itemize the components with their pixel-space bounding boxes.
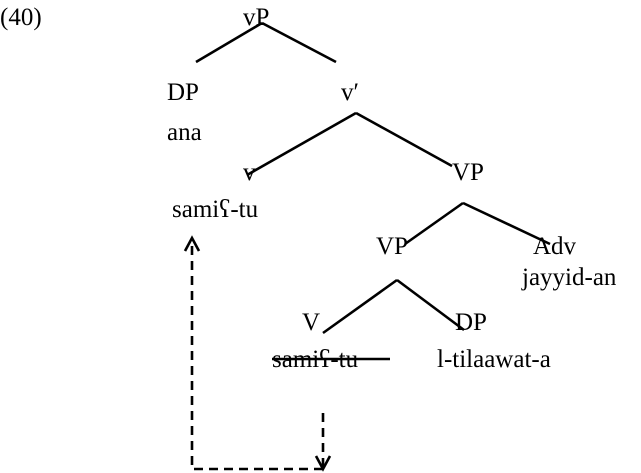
branch-vP-vbar: [261, 21, 337, 64]
example-number: (40): [0, 4, 42, 31]
node-VP-upper: VP: [452, 159, 484, 186]
branch-VP-Adv: [462, 201, 551, 246]
word-ana: ana: [167, 119, 202, 146]
branch-VP-V: [322, 278, 398, 335]
branch-vbar-v: [246, 111, 357, 177]
node-vbar: v′: [341, 79, 359, 106]
arrowhead-up-icon: [183, 235, 201, 252]
word-v-samiatu: samiʕ-tu: [172, 196, 259, 223]
movement-arrow: [183, 235, 332, 472]
branch-vP-DP: [195, 21, 263, 64]
node-DP-spec: DP: [167, 79, 199, 106]
branch-VP-VP: [404, 201, 464, 246]
word-l-tilaawat-a: l-tilaawat-a: [437, 346, 551, 373]
arrowhead-down-icon: [314, 455, 332, 472]
node-V: V: [302, 309, 320, 336]
node-VP-lower: VP: [376, 233, 408, 260]
node-Adv: Adv: [533, 233, 577, 260]
branch-vbar-VP: [355, 111, 453, 168]
node-DP-obj: DP: [455, 309, 487, 336]
word-jayyid-an: jayyid-an: [521, 264, 617, 291]
node-v: v: [243, 159, 256, 186]
branch-VP-DP: [396, 278, 465, 332]
